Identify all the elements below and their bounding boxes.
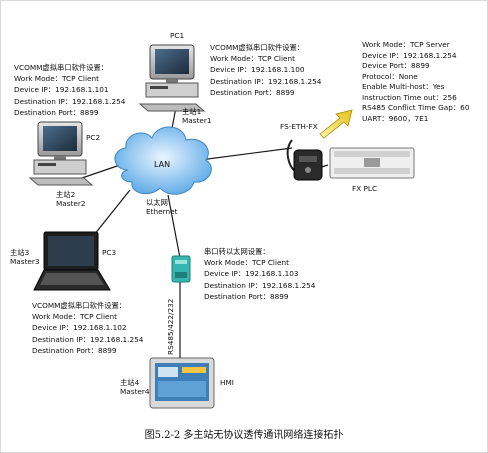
hmi-master-cn: 主站4	[120, 378, 140, 387]
pc3-config-line: Destination IP：192.168.1.254	[32, 334, 144, 344]
fs-eth-fx-device	[286, 139, 323, 181]
converter-config-line: Destination IP：192.168.1.254	[204, 280, 316, 290]
pc3-master-en: Master3	[10, 257, 40, 266]
ethernet-label-en: Ethernet	[146, 207, 178, 216]
server-config-line: Protocol：None	[362, 71, 418, 81]
server-config-line: RS485 Conflict Time Gap：60	[362, 103, 470, 112]
pc2-config-line: Device IP：192.168.1.101	[14, 85, 109, 95]
pc3-laptop	[33, 231, 111, 291]
pc2-config: VCOMM虚拟串口软件设置： Work Mode：TCP Client Devi…	[14, 62, 125, 118]
pc2-master-en: Master2	[56, 199, 86, 208]
pc2-config-line: Destination IP：192.168.1.254	[14, 96, 126, 106]
ethernet-label-cn: 以太网	[146, 198, 168, 207]
pc1-config-line: Work Mode：TCP Client	[210, 54, 295, 64]
serial-ethernet-converter	[171, 255, 191, 283]
pc1-config-line: Device IP：192.168.1.100	[210, 65, 305, 75]
pc3-config-line: Device IP：192.168.1.102	[32, 323, 127, 333]
plc-label: FX PLC	[352, 184, 378, 193]
rs485-link-label: RS485/422/232	[166, 298, 175, 355]
pc1-computer	[138, 44, 206, 112]
server-config-line: Work Mode：TCP Server	[362, 40, 450, 49]
pc1-config-line: Destination Port：8899	[210, 87, 295, 97]
fs-eth-fx-label: FS-ETH-FX	[280, 122, 318, 131]
pc3-label: PC3	[102, 248, 117, 257]
pc2-config-line: Destination Port：8899	[14, 107, 99, 117]
converter-config-line: 串口转以太网设置：	[204, 247, 270, 256]
server-config-line: UART：9600，7E1	[362, 113, 429, 123]
hmi-label: HMI	[220, 378, 234, 387]
hmi-panel	[149, 357, 215, 409]
pc1-label: PC1	[170, 31, 185, 40]
pc3-config-line: Work Mode：TCP Client	[32, 312, 117, 322]
converter-config-line: Work Mode：TCP Client	[204, 258, 289, 268]
converter-config-line: Device IP：192.168.1.103	[204, 269, 299, 279]
hmi-master-label: 主站4 Master4	[120, 378, 150, 396]
pc2-label: PC2	[86, 133, 101, 142]
config-arrow	[319, 109, 353, 139]
pc2-config-line: VCOMM虚拟串口软件设置：	[14, 63, 109, 72]
pc3-config-line: VCOMM虚拟串口软件设置：	[32, 301, 127, 310]
server-config: Work Mode：TCP Server Device IP：192.168.1…	[362, 40, 469, 124]
pc3-master-cn: 主站3	[10, 248, 30, 257]
pc3-config-line: Destination Port：8899	[32, 345, 117, 355]
converter-config: 串口转以太网设置： Work Mode：TCP Client Device IP…	[204, 246, 315, 302]
fx-plc	[329, 147, 415, 179]
ethernet-label: 以太网 Ethernet	[146, 198, 177, 216]
link-lan-server	[199, 147, 293, 161]
pc1-master-en: Master1	[182, 116, 212, 125]
link-pc2-lan	[81, 164, 121, 179]
pc1-config-line: VCOMM虚拟串口软件设置：	[210, 43, 305, 52]
lan-cloud	[114, 126, 212, 195]
converter-config-line: Destination Port：8899	[204, 291, 289, 301]
hmi-master-en: Master4	[120, 387, 150, 396]
server-config-line: Device Port：8899	[362, 61, 430, 70]
server-config-line: Device IP：192.168.1.254	[362, 50, 457, 60]
pc2-config-line: Work Mode：TCP Client	[14, 74, 99, 84]
pc3-config: VCOMM虚拟串口软件设置： Work Mode：TCP Client Devi…	[32, 300, 143, 356]
figure-caption: 图5.2-2 多主站无协议透传通讯网络连接拓扑	[144, 430, 344, 441]
pc1-master-cn: 主站1	[182, 107, 202, 116]
pc2-master-label: 主站2 Master2	[56, 190, 86, 208]
pc3-master-label: 主站3 Master3	[10, 248, 40, 266]
pc2-master-cn: 主站2	[56, 190, 76, 199]
pc1-master-label: 主站1 Master1	[182, 107, 212, 125]
pc1-config: VCOMM虚拟串口软件设置： Work Mode：TCP Client Devi…	[210, 42, 321, 98]
server-config-line: Instruction Time out：256	[362, 92, 457, 102]
pc2-computer	[28, 121, 94, 186]
link-lan-converter	[167, 194, 181, 259]
pc1-config-line: Destination IP：192.168.1.254	[210, 76, 322, 86]
server-config-line: Enable Multi-host：Yes	[362, 82, 445, 91]
lan-label: LAN	[154, 160, 171, 169]
